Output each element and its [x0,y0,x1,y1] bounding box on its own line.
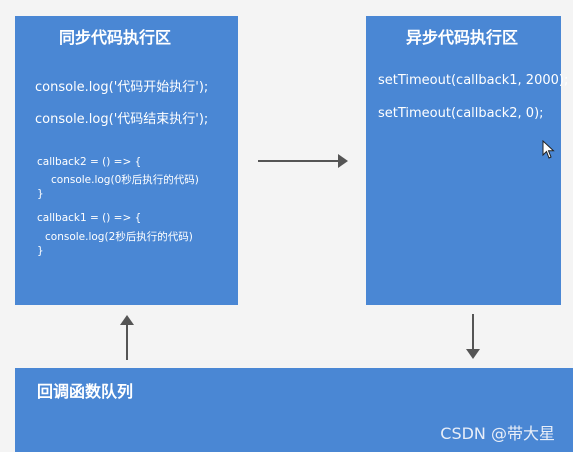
code-line: console.log(2秒后执行的代码) [45,231,193,243]
async-panel-title: 异步代码执行区 [406,28,519,47]
code-line: callback1 = () => { [37,212,142,224]
async-code-panel: 异步代码执行区 setTimeout(callback1, 2000); set… [366,16,568,305]
callback-queue-panel: 回调函数队列 [15,368,573,452]
code-line: } [37,188,44,200]
code-line: console.log('代码结束执行'); [35,112,209,127]
sync-code-panel: 同步代码执行区 console.log('代码开始执行'); console.l… [15,16,238,305]
code-line: setTimeout(callback2, 0); [378,106,544,121]
queue-panel-title: 回调函数队列 [37,382,134,401]
watermark: CSDN @带大星 [440,424,555,443]
code-line: console.log(0秒后执行的代码) [51,174,199,186]
arrow-down-icon [466,314,480,359]
code-line: console.log('代码开始执行'); [35,80,209,95]
code-line: setTimeout(callback1, 2000); [378,73,569,88]
arrow-up-icon [120,315,134,360]
sync-panel-title: 同步代码执行区 [59,28,172,47]
mouse-cursor-icon [542,140,555,159]
arrow-right-icon [258,154,348,168]
code-line: callback2 = () => { [37,156,142,168]
code-line: } [37,245,44,257]
